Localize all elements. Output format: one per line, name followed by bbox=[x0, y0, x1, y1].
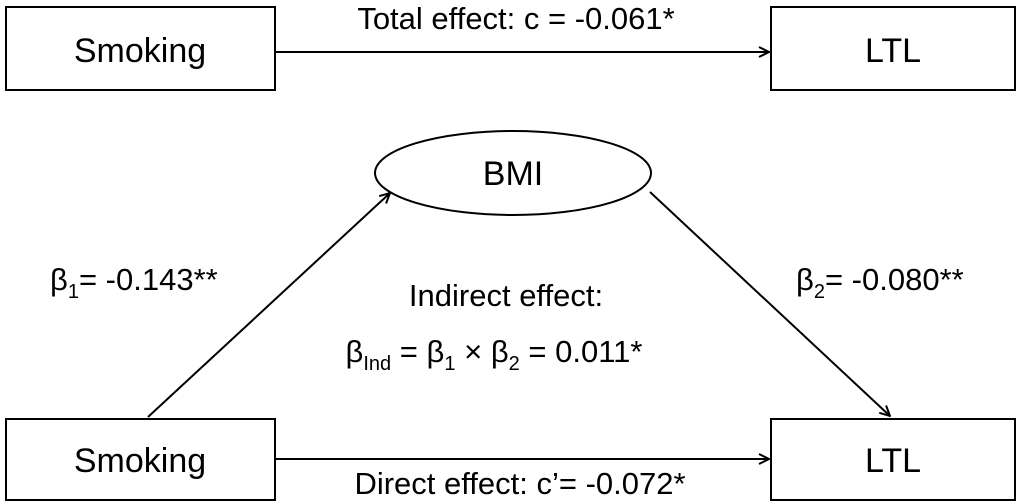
bmi-to-ltl-arrow bbox=[649, 191, 890, 416]
top-ltl-label: LTL bbox=[865, 32, 921, 70]
top-smoking-label: Smoking bbox=[74, 32, 206, 70]
bottom-smoking-label: Smoking bbox=[74, 442, 206, 480]
total-effect-panel: Smoking LTL Total effect: c = -0.061* bbox=[5, 1, 1016, 91]
bottom-smoking-box bbox=[5, 418, 276, 501]
bottom-ltl-box bbox=[770, 418, 1016, 501]
direct-effect-label: Direct effect: c’= -0.072* bbox=[354, 466, 685, 501]
bottom-ltl-label: LTL bbox=[865, 442, 921, 480]
top-ltl-box bbox=[770, 6, 1016, 91]
top-smoking-box bbox=[5, 6, 276, 91]
mediation-panel: BMI Smoking LTL β1= -0.143** β2= -0.080*… bbox=[5, 130, 1016, 501]
indirect-effect-title: Indirect effect: bbox=[409, 278, 603, 313]
indirect-effect-equation: βInd = β1 × β2 = 0.011* bbox=[346, 334, 643, 375]
smoking-to-bmi-arrow bbox=[147, 193, 390, 418]
path-a-label: β1= -0.143** bbox=[50, 262, 218, 303]
bmi-node bbox=[374, 130, 652, 216]
path-b-label: β2= -0.080** bbox=[796, 262, 964, 303]
total-effect-label: Total effect: c = -0.061* bbox=[357, 1, 674, 36]
bmi-label: BMI bbox=[483, 155, 543, 193]
